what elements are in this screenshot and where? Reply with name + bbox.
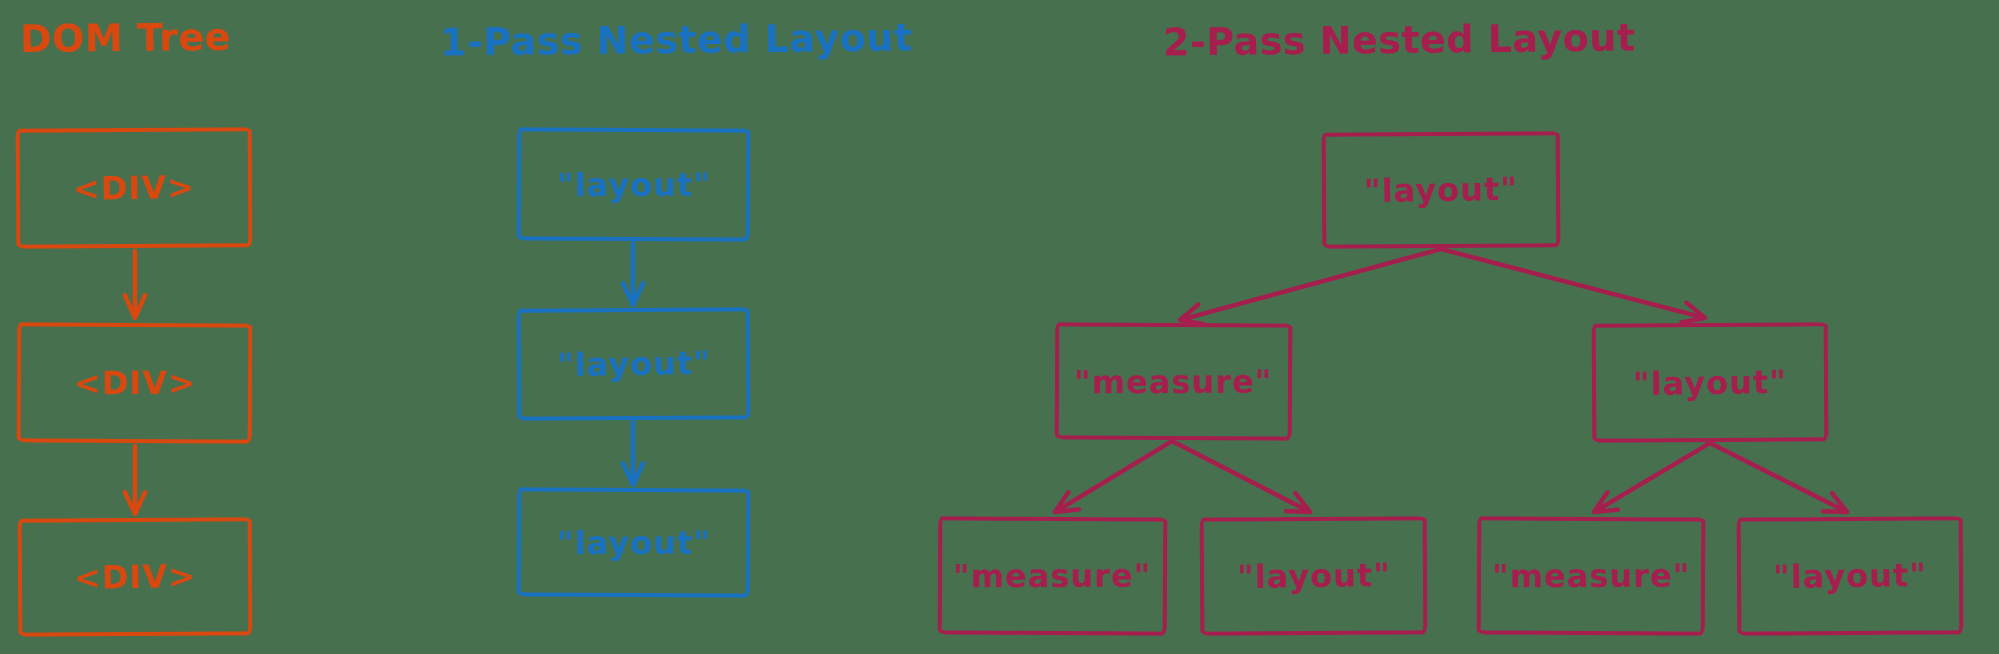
arrowhead-icon	[1820, 490, 1850, 515]
two-pass-level3-node-4: "layout"	[1736, 516, 1964, 636]
one-pass-node-2: "layout"	[516, 307, 751, 421]
node-label: <DIV>	[73, 363, 196, 403]
arrow	[1438, 246, 1708, 321]
two-pass-level2-node-1: "measure"	[1054, 322, 1293, 441]
node-label: "layout"	[556, 165, 711, 204]
one-pass-node-3: "layout"	[516, 487, 751, 598]
one-pass-title: 1-Pass Nested Layout	[439, 15, 913, 65]
one-pass-node-1: "layout"	[516, 127, 751, 242]
node-label: "layout"	[1772, 555, 1928, 597]
arrow	[1591, 440, 1713, 515]
two-pass-level2-node-2: "layout"	[1591, 322, 1829, 443]
arrowhead-icon	[620, 280, 646, 308]
node-label: "layout"	[556, 343, 711, 385]
arrow	[1177, 246, 1444, 323]
node-label: "layout"	[1236, 555, 1391, 597]
two-pass-level3-node-1: "measure"	[937, 516, 1168, 636]
arrow	[1169, 438, 1313, 515]
two-pass-level3-node-3: "measure"	[1476, 516, 1706, 636]
dom-tree-title: DOM Tree	[19, 14, 232, 62]
two-pass-title: 2-Pass Nested Layout	[1162, 15, 1636, 65]
node-label: "measure"	[1074, 362, 1273, 401]
node-label: "layout"	[556, 523, 711, 562]
arrowhead-icon	[1591, 489, 1621, 515]
node-label: "measure"	[953, 556, 1152, 596]
node-label: <DIV>	[72, 168, 196, 208]
arrowhead-icon	[1679, 300, 1708, 325]
arrow	[1707, 440, 1850, 515]
node-label: "layout"	[1632, 362, 1788, 403]
dom-tree-node-2: <DIV>	[16, 322, 253, 444]
arrowhead-icon	[1283, 490, 1313, 515]
arrowhead-icon	[1052, 489, 1082, 515]
node-label: "measure"	[1491, 556, 1691, 596]
node-label: <DIV>	[73, 557, 197, 597]
two-pass-level3-node-2: "layout"	[1199, 516, 1428, 636]
arrow	[1052, 438, 1175, 515]
arrowhead-icon	[122, 292, 148, 321]
node-label: "layout"	[1363, 169, 1519, 211]
arrowhead-icon	[122, 489, 148, 517]
arrowhead-icon	[1177, 302, 1206, 327]
dom-tree-node-3: <DIV>	[17, 517, 253, 637]
dom-tree-node-1: <DIV>	[15, 127, 253, 249]
two-pass-root-node: "layout"	[1321, 131, 1561, 249]
arrowhead-icon	[620, 460, 646, 488]
